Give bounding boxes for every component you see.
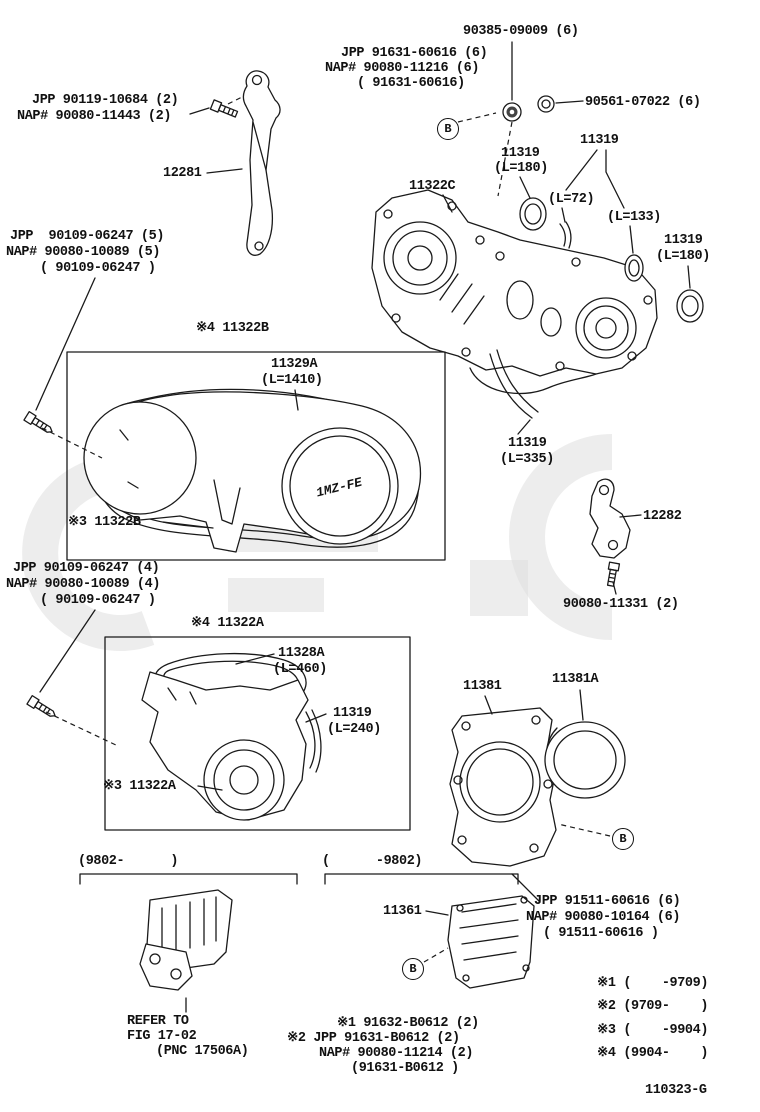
callout-note-1: ※1 91632-B0612 (2) bbox=[337, 1016, 479, 1031]
leader-lines bbox=[35, 41, 691, 1013]
callout-11319-L180a: 11319 bbox=[501, 146, 540, 161]
callout-bolt6-jpp: JPP 91511-60616 (6) bbox=[534, 894, 681, 909]
callout-L72: (L=72) bbox=[548, 192, 595, 207]
part-11381-retainer bbox=[449, 707, 557, 867]
bolt-marker-b-bottom: B bbox=[402, 958, 424, 980]
callout-L180b: (L=180) bbox=[656, 249, 710, 264]
callout-range-to9802: ( -9802) bbox=[322, 854, 423, 869]
bolt-marker-b-top: B bbox=[437, 118, 459, 140]
callout-left-bolt-jpp: JPP 90119-10684 (2) bbox=[32, 93, 179, 108]
part-11381A-seal bbox=[544, 721, 626, 799]
callout-90385: 90385-09009 (6) bbox=[463, 24, 579, 39]
part-12282-bracket bbox=[589, 478, 631, 559]
callout-top-bolt-nap: NAP# 90080-11216 (6) bbox=[325, 61, 480, 76]
range-bracket-left bbox=[79, 873, 298, 885]
callout-11381A: 11381A bbox=[552, 672, 599, 687]
part-11322B-cover: 1MZ-FE bbox=[83, 388, 422, 553]
callout-bolt6-alt: ( 91511-60616 ) bbox=[543, 926, 659, 941]
legend-row-1: ※1 ( -9709) bbox=[597, 976, 709, 991]
callout-11381: 11381 bbox=[463, 679, 502, 694]
callout-11361: 11361 bbox=[383, 904, 422, 919]
callout-range-9802: (9802- ) bbox=[78, 854, 179, 869]
callout-L240: (L=240) bbox=[327, 722, 381, 737]
callout-top-bolt-alt: ( 91631-60616) bbox=[357, 76, 465, 91]
figure-code: 110323-G bbox=[645, 1083, 707, 1098]
seal-11319-L180-a bbox=[519, 197, 547, 231]
grommet-90385 bbox=[502, 102, 522, 122]
bolt-marker-b-right: B bbox=[612, 828, 634, 850]
callout-L180a: (L=180) bbox=[494, 161, 548, 176]
bolt-icon-top-left bbox=[209, 99, 239, 118]
seal-90561 bbox=[537, 95, 555, 113]
callout-box2-title: ※4 11322A bbox=[191, 616, 264, 631]
callout-note-4: (91631-B0612 ) bbox=[351, 1061, 459, 1076]
callout-box1-title: ※4 11322B bbox=[196, 321, 269, 336]
gasket-strip-L72 bbox=[559, 221, 572, 249]
callout-bolt5-alt: ( 90109-06247 ) bbox=[40, 261, 156, 276]
assembly-dashed-lines bbox=[41, 95, 611, 963]
part-11322A-cover bbox=[141, 652, 322, 821]
callout-12282: 12282 bbox=[643, 509, 682, 524]
callout-note-3: NAP# 90080-11214 (2) bbox=[319, 1046, 474, 1061]
part-11322C-plate bbox=[371, 189, 658, 395]
callout-top-bolt-jpp: JPP 91631-60616 (6) bbox=[341, 46, 488, 61]
callout-11322C: 11322C bbox=[409, 179, 456, 194]
callout-bolt5-nap: NAP# 90080-10089 (5) bbox=[6, 245, 161, 260]
callout-11319-L240: 11319 bbox=[333, 706, 372, 721]
seal-11319-L180-b bbox=[676, 289, 704, 323]
callout-11328A: 11328A bbox=[278, 646, 325, 661]
callout-11319-top: 11319 bbox=[580, 133, 619, 148]
part-12281-bracket bbox=[242, 70, 281, 256]
callout-bolt6-nap: NAP# 90080-10164 (6) bbox=[526, 910, 681, 925]
part-refer-plate bbox=[139, 889, 233, 991]
seal-L133 bbox=[624, 254, 644, 282]
callout-left-bolt-nap: NAP# 90080-11443 (2) bbox=[17, 109, 172, 124]
callout-bolt4-jpp: JPP 90109-06247 (4) bbox=[13, 561, 160, 576]
callout-bolt4-alt: ( 90109-06247 ) bbox=[40, 593, 156, 608]
callout-L1410: (L=1410) bbox=[261, 373, 323, 388]
box-11322B bbox=[66, 351, 446, 561]
legend-row-4: ※4 (9904- ) bbox=[597, 1046, 709, 1061]
callout-note-2: ※2 JPP 91631-B0612 (2) bbox=[287, 1031, 460, 1046]
callout-11319-L335: 11319 bbox=[508, 436, 547, 451]
callout-11329A: 11329A bbox=[271, 357, 318, 372]
part-11361-plate bbox=[447, 895, 535, 989]
bolt-icon-left-upper bbox=[23, 410, 53, 433]
callout-refer-3: (PNC 17506A) bbox=[156, 1044, 249, 1059]
gasket-strip-L335 bbox=[489, 349, 539, 419]
callout-bolt5-jpp: JPP 90109-06247 (5) bbox=[10, 229, 165, 244]
callout-refer-2: FIG 17-02 bbox=[127, 1029, 197, 1044]
callout-11331: 90080-11331 (2) bbox=[563, 597, 679, 612]
callout-11319-L180b: 11319 bbox=[664, 233, 703, 248]
callout-L133: (L=133) bbox=[607, 210, 661, 225]
callout-11322B-3: ※3 11322B bbox=[68, 515, 141, 530]
callout-12281: 12281 bbox=[163, 166, 202, 181]
callout-refer-1: REFER TO bbox=[127, 1014, 189, 1029]
box-11322A bbox=[104, 636, 411, 831]
callout-90561: 90561-07022 (6) bbox=[585, 95, 701, 110]
legend-row-3: ※3 ( -9904) bbox=[597, 1023, 709, 1038]
callout-bolt4-nap: NAP# 90080-10089 (4) bbox=[6, 577, 161, 592]
callout-L335: (L=335) bbox=[500, 452, 554, 467]
bolt-icon-11331 bbox=[606, 561, 621, 587]
callout-L460: (L=460) bbox=[273, 662, 327, 677]
range-bracket-right bbox=[324, 873, 519, 885]
bolt-icon-left-lower bbox=[26, 694, 56, 717]
callout-11322A-3: ※3 11322A bbox=[103, 779, 176, 794]
legend-row-2: ※2 (9709- ) bbox=[597, 999, 709, 1014]
